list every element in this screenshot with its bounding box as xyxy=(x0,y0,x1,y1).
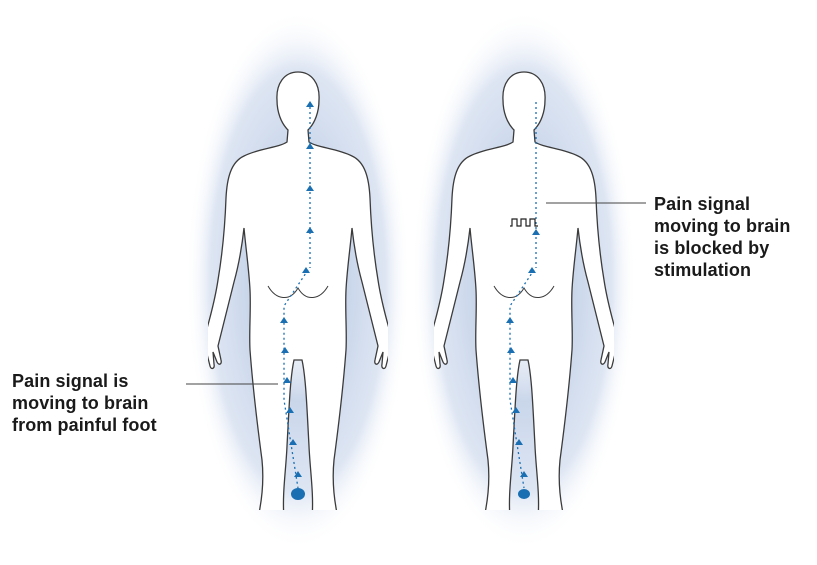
label-line: Pain signal is xyxy=(12,370,157,392)
pain-source-icon xyxy=(291,488,305,500)
pain-signal-label-left: Pain signal is moving to brain from pain… xyxy=(12,370,157,436)
label-line: stimulation xyxy=(654,259,791,281)
label-line: Pain signal xyxy=(654,193,791,215)
pain-source-icon xyxy=(518,489,530,499)
label-line: moving to brain xyxy=(654,215,791,237)
label-line: from painful foot xyxy=(12,414,157,436)
label-line: moving to brain xyxy=(12,392,157,414)
label-line: is blocked by xyxy=(654,237,791,259)
blocked-signal-label-right: Pain signal moving to brain is blocked b… xyxy=(654,193,791,281)
